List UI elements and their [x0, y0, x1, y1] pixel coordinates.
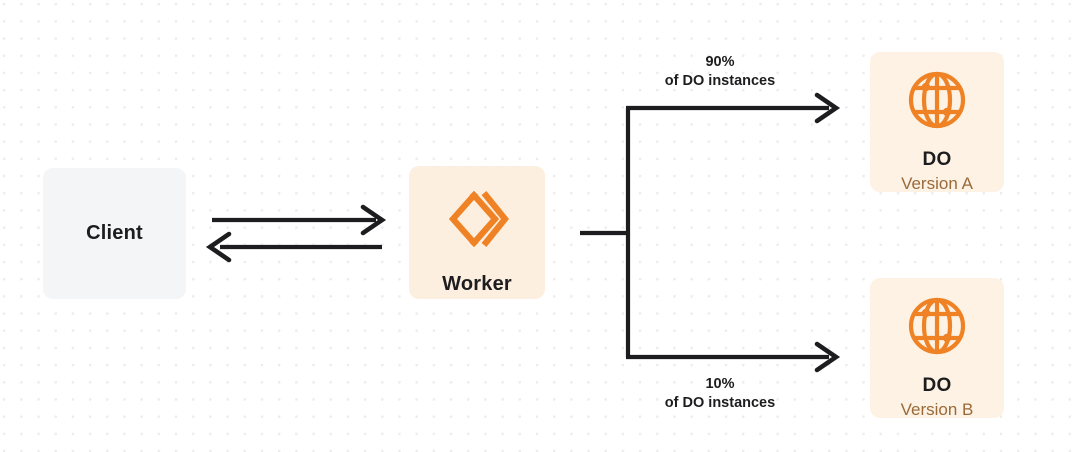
globe-icon [907, 70, 967, 135]
edge-label-do-a: 90% of DO instances [585, 53, 855, 91]
worker-chevrons-icon [445, 187, 509, 256]
arrow-worker-to-do-a [626, 92, 841, 124]
edge-label-do-a-text: of DO instances [664, 73, 776, 89]
arrow-worker-to-client [205, 231, 382, 263]
edge-label-do-b: 10% of DO instances [585, 375, 855, 413]
globe-icon [907, 296, 967, 361]
edge-label-do-b-percent: 10% [705, 376, 735, 392]
node-worker-label: Worker [442, 273, 512, 295]
node-client-label: Client [86, 222, 143, 244]
node-do-b-title: DO [922, 375, 952, 396]
branch-trunk [580, 108, 631, 357]
arrow-worker-to-do-b [626, 341, 841, 373]
node-do-a: DO Version A [870, 52, 1004, 193]
node-worker: Worker [409, 166, 545, 299]
arrow-client-to-worker [212, 204, 387, 236]
node-do-a-title: DO [922, 149, 952, 170]
node-do-b: DO Version B [870, 278, 1004, 419]
node-do-b-subtitle: Version B [900, 400, 974, 419]
edge-label-do-a-percent: 90% [705, 54, 735, 70]
node-do-a-subtitle: Version A [901, 174, 973, 193]
edge-label-do-b-text: of DO instances [664, 395, 776, 411]
node-client: Client [43, 168, 186, 299]
